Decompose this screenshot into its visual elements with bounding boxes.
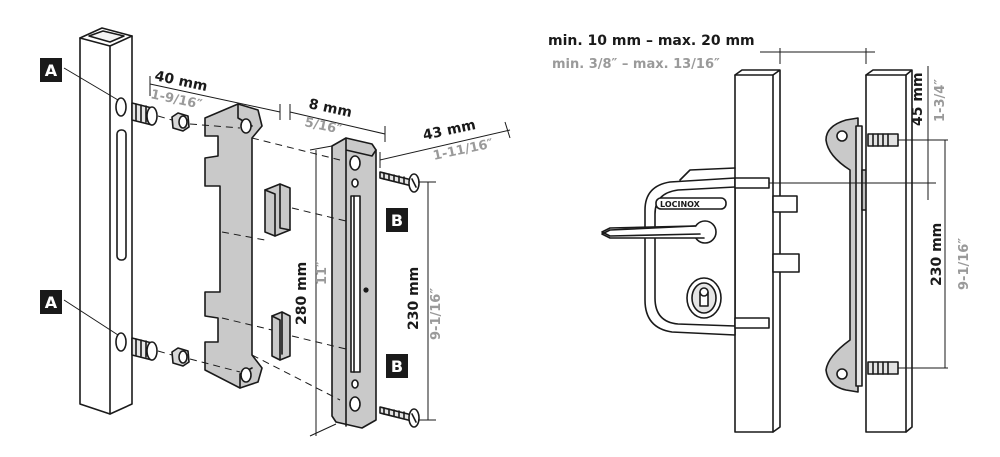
label-a-top: A <box>40 58 62 82</box>
wall-anchor-bottom <box>131 337 158 361</box>
screw-top <box>379 171 420 193</box>
dim-280-imperial: 11″ <box>315 261 330 285</box>
brand-label: LOCINOX <box>660 200 701 209</box>
spacer-top <box>264 183 291 237</box>
alignment-lines-left <box>157 115 351 401</box>
lock-body <box>331 137 377 429</box>
receiving-post <box>865 69 913 433</box>
nut-bottom <box>171 347 190 367</box>
sleeve-top <box>734 177 770 189</box>
svg-text:B: B <box>391 357 403 376</box>
dim-gap-imperial: min. 3/8″ – max. 13/16″ <box>552 57 720 72</box>
dim-45-imperial: 1-3/4″ <box>933 79 948 122</box>
keeper-plate <box>825 117 871 393</box>
dim-gap-metric: min. 10 mm – max. 20 mm <box>548 33 755 49</box>
label-b-top: B <box>386 208 408 232</box>
label-b-bottom: B <box>386 354 408 378</box>
gate-post <box>79 27 133 415</box>
screw-bottom <box>379 406 420 428</box>
dimension-lines-right <box>760 48 948 369</box>
svg-text:B: B <box>391 211 403 230</box>
svg-text:A: A <box>45 293 58 312</box>
nut-top <box>171 112 190 132</box>
gate-profile <box>734 69 781 433</box>
dim-280-metric: 280 mm <box>294 262 310 325</box>
svg-text:A: A <box>45 61 58 80</box>
label-a-bottom: A <box>40 290 62 314</box>
dim-45-metric: 45 mm <box>910 72 926 126</box>
spacer-bottom <box>271 311 291 361</box>
dead-bolt <box>772 253 800 273</box>
lock-housing <box>601 167 736 336</box>
dimension-lines-left <box>63 67 511 437</box>
post-screw-bottom <box>867 361 899 375</box>
sleeve-bottom <box>734 317 770 329</box>
wall-anchor-top <box>131 102 158 126</box>
dim-230-right-metric: 230 mm <box>929 223 945 286</box>
post-screw-top <box>867 133 899 147</box>
dim-8-imperial: 5/16″ <box>303 115 343 138</box>
mounting-plate <box>204 103 263 389</box>
latch-bolt <box>772 195 798 213</box>
dim-230-metric: 230 mm <box>406 267 422 330</box>
dim-230-right-imperial: 9-1/16″ <box>957 238 972 290</box>
dim-230-imperial: 9-1/16″ <box>429 288 444 340</box>
